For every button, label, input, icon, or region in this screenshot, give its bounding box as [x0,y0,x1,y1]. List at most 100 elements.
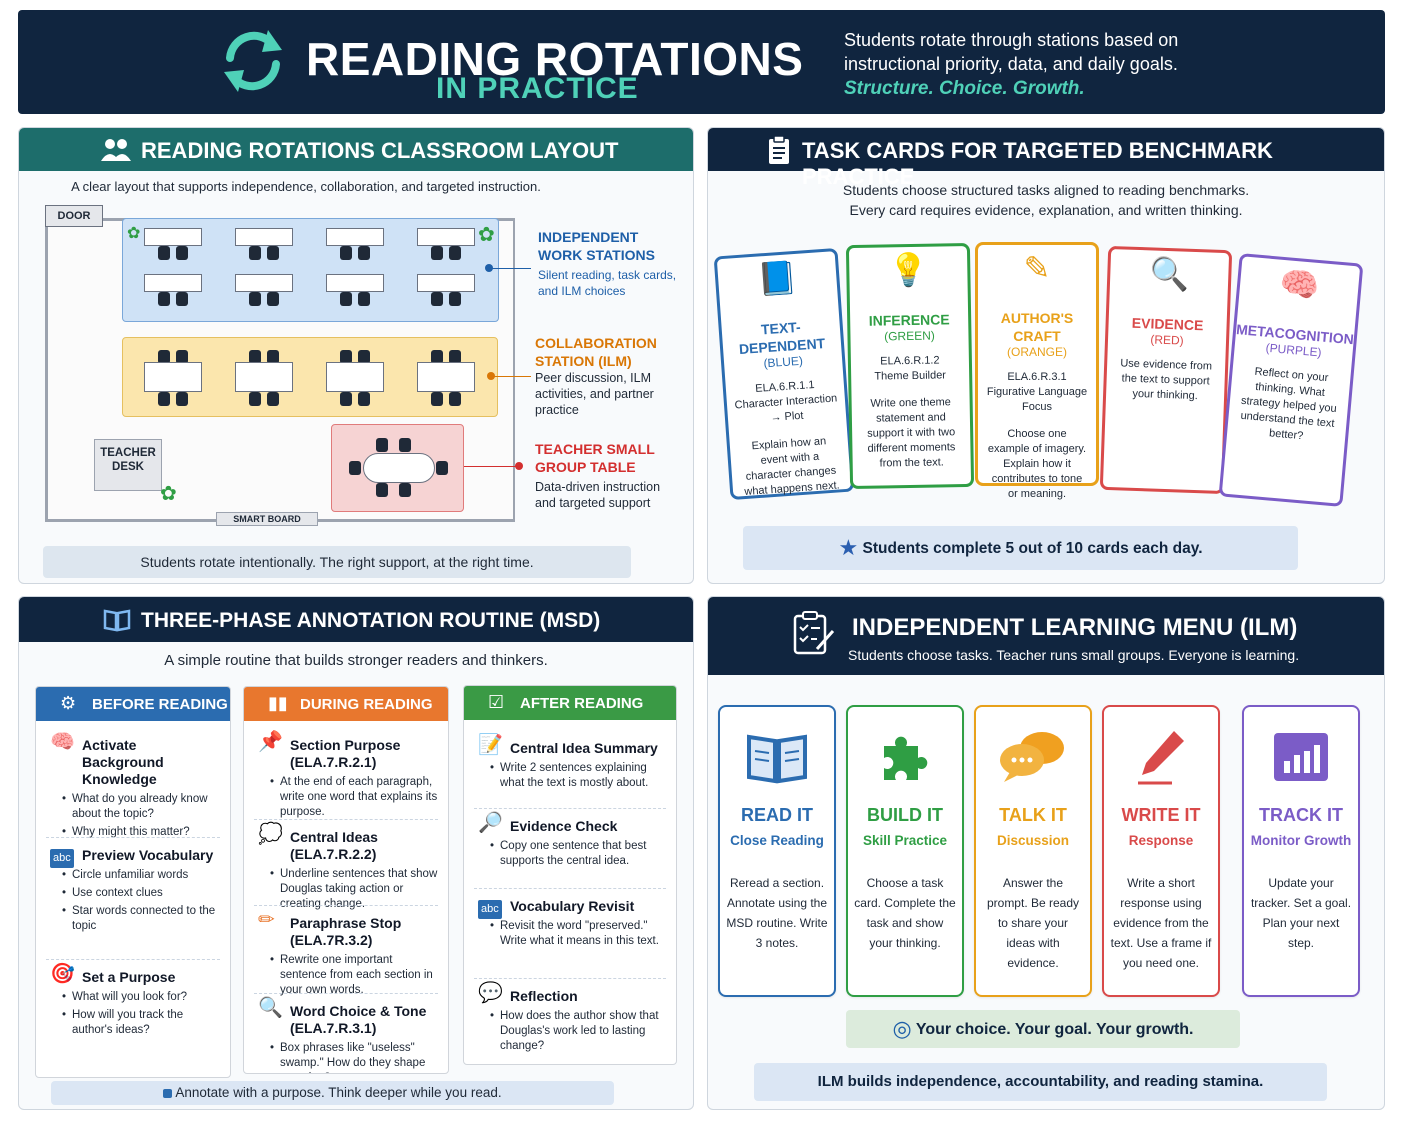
annotation-item-icon: 📌 [258,731,283,753]
annotation-item-bullets: Circle unfamiliar wordsUse context clues… [50,868,220,934]
column-header-label: AFTER READING [520,695,644,712]
annotation-item-title: Paraphrase Stop (ELA.7R.3.2) [290,915,402,948]
target-icon: ◎ [892,1016,912,1041]
teacher-table [363,453,435,483]
annotation-item-icon: abc [478,900,502,919]
bullet-item: Use context clues [62,886,220,901]
task-card-color: (ORANGE) [1007,345,1067,359]
book-icon: 📘 [756,258,799,298]
task-card-color: (RED) [1150,332,1184,348]
annotation-item-bullets: How does the author show that Douglas's … [478,1009,666,1054]
annotation-item-icon: 💬 [478,982,503,1004]
header-description: Students rotate through stations based o… [844,30,1179,74]
page-title: READING ROTATIONS [306,33,804,85]
connector-line [464,466,519,467]
ilm-card-subtitle: Skill Practice [862,833,948,848]
chair [431,292,443,306]
chair [431,350,443,364]
chair [249,392,261,406]
chair [449,292,461,306]
desk [235,362,293,392]
desk [326,362,384,392]
annotation-item: 📌Section Purpose (ELA.7.R.2.1)At the end… [258,731,438,823]
ilm-card-body: Update your tracker. Set a goal. Plan yo… [1250,876,1352,950]
chair [176,392,188,406]
panel-title: THREE-PHASE ANNOTATION ROUTINE (MSD) [141,609,601,632]
panel-title: READING ROTATIONS CLASSROOM LAYOUT [141,138,619,163]
ilm-card-title: TALK IT [999,805,1067,825]
collaboration-zone-desc: Peer discussion, ILM activities, and par… [535,371,654,417]
panel-subtitle: Students choose tasks. Teacher runs smal… [848,647,1300,663]
bullet-item: Revisit the word "preserved." Write what… [490,919,666,949]
chair [158,246,170,260]
annotation-item-title: Activate Background Knowledge [82,737,164,787]
chair [158,292,170,306]
divider [46,959,220,960]
divider [474,978,666,979]
annotation-item: 🧠Activate Background KnowledgeWhat do yo… [50,732,220,843]
panel-header: READING ROTATIONS CLASSROOM LAYOUT [19,128,693,171]
page-header: READING ROTATIONS IN PRACTICE Students r… [18,10,1385,114]
chair [349,461,361,475]
annotation-item: 🎯Set a PurposeWhat will you look for?How… [50,963,220,1041]
desk [144,274,202,292]
plant-icon: ✿ [127,225,141,242]
bullet-item: At the end of each paragraph, write one … [270,775,438,820]
ilm-card-title: BUILD IT [867,805,943,825]
annotation-item: 🔎Evidence CheckCopy one sentence that be… [478,813,666,872]
tasks-footer-banner: ★ Students complete 5 out of 10 cards ea… [743,526,1298,570]
annotation-column: ▮▮DURING READING📌Section Purpose (ELA.7.… [243,686,449,1074]
page-subtitle: IN PRACTICE [436,72,639,105]
annotation-item-bullets: Underline sentences that show Douglas ta… [258,867,438,912]
panel-subtitle: Students choose structured tasks aligned… [842,182,1250,218]
task-card-prompt: Reflect on your thinking. What strategy … [1240,365,1338,443]
pencil-icon: ✎ [1023,250,1051,286]
ilm-card-subtitle: Monitor Growth [1250,833,1352,848]
chair [449,350,461,364]
annotation-item: 💬ReflectionHow does the author show that… [478,982,666,1057]
plant-icon: ✿ [478,224,495,246]
header-tagline: Structure. Choice. Growth. [844,78,1085,99]
task-card-title: AUTHOR'S CRAFT [1000,310,1074,344]
panel-subtitle: A clear layout that supports independenc… [71,179,541,194]
annotation-item-title: Preview Vocabulary [82,847,214,863]
annotation-column: ☑AFTER READING📝Central Idea SummaryWrite… [463,685,677,1065]
bullet-item: Write 2 sentences explaining what the te… [490,761,666,791]
door-label: DOOR [45,205,103,227]
puzzle-icon [848,727,962,787]
annotation-item-bullets: Revisit the word "preserved." Write what… [478,919,666,949]
annotation-column: ⚙BEFORE READING🧠Activate Background Know… [35,686,231,1078]
clipboard-icon [769,135,789,164]
teacher-desk: TEACHER DESK [94,439,162,491]
speech-bubbles-icon [976,727,1090,787]
panel-title: TASK CARDS FOR TARGETED BENCHMARK PRACTI… [802,138,1273,189]
divider [474,888,666,889]
annotation-item-title: Vocabulary Revisit [510,898,635,914]
bar-chart-icon [1244,727,1358,787]
annotation-item-title: Central Ideas (ELA.7.R.2.2) [290,829,378,862]
task-card-color: (GREEN) [884,328,935,344]
ilm-card-subtitle: Close Reading [730,833,824,848]
open-book-icon: ▮▮ [268,693,288,713]
annotation-item-icon: 🔍 [258,997,283,1019]
plant-icon: ✿ [160,483,177,505]
annotation-item-icon: 📝 [478,734,503,756]
bullet-item: Star words connected to the topic [62,904,220,934]
annotation-item-bullets: Copy one sentence that best supports the… [478,839,666,869]
ilm-goal-banner: ◎ Your choice. Your goal. Your growth. [846,1010,1240,1048]
bullet-item: What do you already know about the topic… [62,792,220,822]
chair [340,246,352,260]
chair [449,392,461,406]
task-card-prompt: Explain how an event with a character ch… [744,435,841,499]
connector-line [489,268,531,269]
independent-zone-desc: Silent reading, task cards, and ILM choi… [538,268,677,298]
annotation-item-bullets: Rewrite one important sentence from each… [258,953,438,998]
annotation-item-icon: 🎯 [50,963,75,985]
